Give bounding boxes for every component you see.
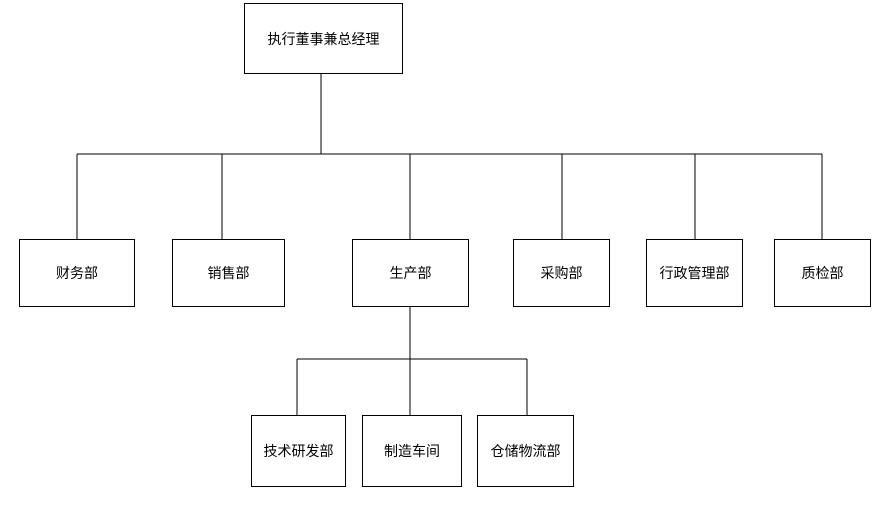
purchasing-department-node: 采购部 [513, 239, 610, 307]
finance-department-label: 财务部 [56, 266, 98, 282]
manufacturing-unit-node: 制造车间 [362, 415, 462, 487]
ceo-node: 执行董事兼总经理 [244, 3, 403, 74]
rnd-unit-label: 技术研发部 [263, 444, 334, 460]
sales-department-label: 销售部 [207, 266, 250, 282]
administration-department-label: 行政管理部 [659, 266, 730, 282]
production-department-label: 生产部 [389, 266, 432, 282]
manufacturing-unit-label: 制造车间 [384, 444, 440, 460]
administration-department-node: 行政管理部 [646, 239, 743, 307]
ceo-label: 执行董事兼总经理 [267, 31, 380, 48]
purchasing-department-label: 采购部 [540, 266, 583, 282]
sales-department-node: 销售部 [172, 239, 285, 307]
logistics-unit-label: 仓储物流部 [490, 444, 561, 460]
finance-department-node: 财务部 [19, 239, 135, 307]
production-department-node: 生产部 [352, 239, 469, 307]
rnd-unit-node: 技术研发部 [251, 415, 346, 487]
logistics-unit-node: 仓储物流部 [477, 415, 574, 487]
quality-department-label: 质检部 [801, 266, 844, 282]
quality-department-node: 质检部 [774, 239, 871, 307]
